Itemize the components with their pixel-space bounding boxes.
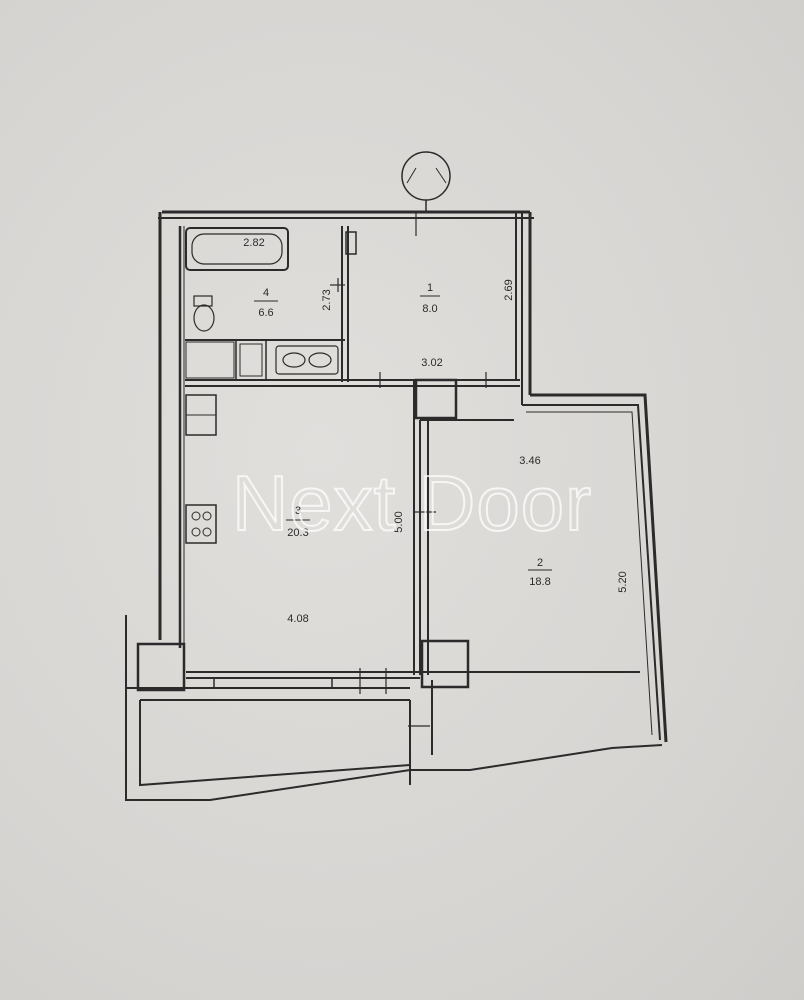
dim-room2-height: 5.20 <box>617 571 629 592</box>
room-number-3: 3 <box>295 505 301 517</box>
north-compass-icon <box>401 151 451 212</box>
room-label-2: 2 18.8 <box>528 557 552 588</box>
room-area-2: 18.8 <box>529 576 550 588</box>
dimension-ticks <box>330 212 487 727</box>
dim-kitchen-width: 4.08 <box>287 613 308 625</box>
dim-bathtub: 2.82 <box>243 237 264 249</box>
watermark: Next Door <box>232 459 592 547</box>
washing-machine-icon <box>235 339 267 381</box>
dim-bathroom-height: 2.73 <box>321 289 333 310</box>
fridge-icon <box>185 394 217 436</box>
dim-room1-height: 2.69 <box>503 279 515 300</box>
kitchen-counter <box>185 341 235 379</box>
room-area-1: 8.0 <box>422 303 437 315</box>
dimension-labels: 2.82 2.73 3.02 2.69 3.46 5.20 5.00 4.08 <box>243 237 629 625</box>
sink-icon <box>275 345 339 375</box>
structural-columns <box>136 378 470 692</box>
room-label-3: 3 20.3 <box>286 505 310 539</box>
dim-kitchen-height: 5.00 <box>393 511 405 532</box>
room-label-4: 4 6.6 <box>254 287 278 319</box>
room-area-3: 20.3 <box>287 527 308 539</box>
room-area-4: 6.6 <box>258 307 273 319</box>
exterior-walls <box>125 210 668 801</box>
dim-room1-width: 3.02 <box>421 357 442 369</box>
room-number-4: 4 <box>263 287 269 299</box>
toilet-icon <box>193 295 215 332</box>
dim-room2-width: 3.46 <box>519 455 540 467</box>
bathtub-icon <box>185 227 289 271</box>
room-number-1: 1 <box>427 282 433 294</box>
stove-icon <box>185 504 217 544</box>
ventilation-shaft <box>345 231 357 255</box>
room-number-2: 2 <box>537 557 543 569</box>
room-labels: 1 8.0 2 18.8 3 20.3 4 6.6 <box>254 282 552 588</box>
room-label-1: 1 8.0 <box>420 282 440 315</box>
